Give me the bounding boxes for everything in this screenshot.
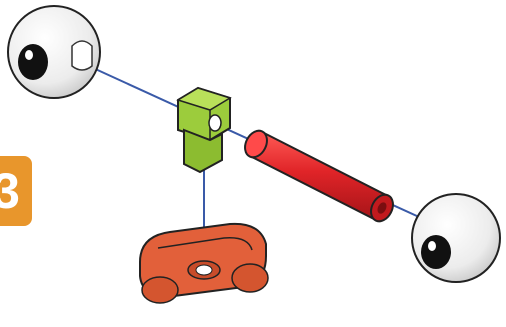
left-eye-socket [71, 40, 93, 71]
connector-hole [208, 114, 222, 132]
left-pupil [18, 44, 48, 80]
right-eyeball [411, 193, 501, 283]
step-number: 3 [0, 163, 20, 219]
track-base [139, 222, 269, 304]
right-pupil [421, 235, 451, 269]
left-eyeball [7, 5, 101, 99]
step-badge: 3 [0, 156, 32, 226]
green-connector [176, 86, 232, 174]
red-tube [244, 129, 394, 223]
step-badge-background [0, 156, 32, 226]
